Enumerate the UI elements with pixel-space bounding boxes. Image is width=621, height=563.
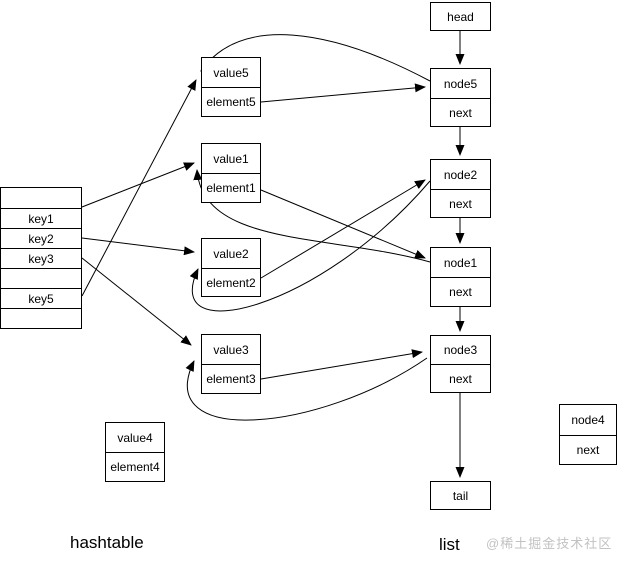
edge-node3-value3 <box>185 357 428 421</box>
entry-value5-value: value5 <box>202 58 260 87</box>
entry-value2-element: element2 <box>202 268 260 296</box>
list-node2-next: next <box>431 189 490 217</box>
list-node5-next: next <box>431 98 490 126</box>
list-node3-next: next <box>431 364 490 392</box>
hashtable: key1 key2 key3 key5 <box>0 187 82 329</box>
entry-value3-value: value3 <box>202 335 260 364</box>
entry-value4: value4 element4 <box>105 422 165 482</box>
hashtable-row-0 <box>1 188 81 208</box>
edge-key5-value5 <box>81 79 197 297</box>
list-caption: list <box>439 535 460 554</box>
list-tail-label: tail <box>431 482 490 509</box>
hashtable-row-4 <box>1 268 81 288</box>
hashtable-row-key2: key2 <box>1 228 81 248</box>
list-node3-name: node3 <box>431 336 490 364</box>
list-node5-name: node5 <box>431 69 490 98</box>
entry-value4-value: value4 <box>106 423 164 452</box>
edge-node2-value2 <box>189 180 431 312</box>
entry-value2-value: value2 <box>202 239 260 268</box>
list-node1-next: next <box>431 277 490 306</box>
list-node3: node3 next <box>430 335 491 393</box>
entry-value1-value: value1 <box>202 144 260 173</box>
edge-key2-value2 <box>81 237 195 256</box>
list-node5: node5 next <box>430 68 491 127</box>
list-head-label: head <box>431 3 490 30</box>
edge-key3-value3 <box>81 257 192 346</box>
hashtable-row-key1: key1 <box>1 208 81 228</box>
list-node4-next: next <box>560 435 616 464</box>
hashtable-row-key5: key5 <box>1 288 81 308</box>
hashtable-row-key3: key3 <box>1 248 81 268</box>
hashtable-caption: hashtable <box>70 533 144 552</box>
watermark: @稀土掘金技术社区 <box>486 536 613 551</box>
edge-element3-node3 <box>260 349 423 380</box>
entry-value5-element: element5 <box>202 87 260 116</box>
edge-element1-node1 <box>260 189 426 259</box>
edge-node5-value5 <box>200 34 431 82</box>
entry-value1-element: element1 <box>202 173 260 202</box>
list-node1-name: node1 <box>431 248 490 277</box>
list-node4-name: node4 <box>560 405 616 435</box>
edge-key1-value1 <box>81 162 195 208</box>
entry-value5: value5 element5 <box>201 57 261 117</box>
entry-value3: value3 element3 <box>201 334 261 394</box>
entry-value3-element: element3 <box>202 364 260 393</box>
edge-element2-node2 <box>260 179 426 279</box>
hashtable-row-6 <box>1 308 81 328</box>
edge-element5-node5 <box>260 83 426 103</box>
list-tail: tail <box>430 481 491 510</box>
list-node1: node1 next <box>430 247 491 307</box>
entry-value1: value1 element1 <box>201 143 261 203</box>
list-head: head <box>430 2 491 31</box>
list-node2: node2 next <box>430 159 491 218</box>
entry-value4-element: element4 <box>106 452 164 481</box>
entry-value2: value2 element2 <box>201 238 261 297</box>
list-node2-name: node2 <box>431 160 490 189</box>
list-node4: node4 next <box>559 404 617 465</box>
